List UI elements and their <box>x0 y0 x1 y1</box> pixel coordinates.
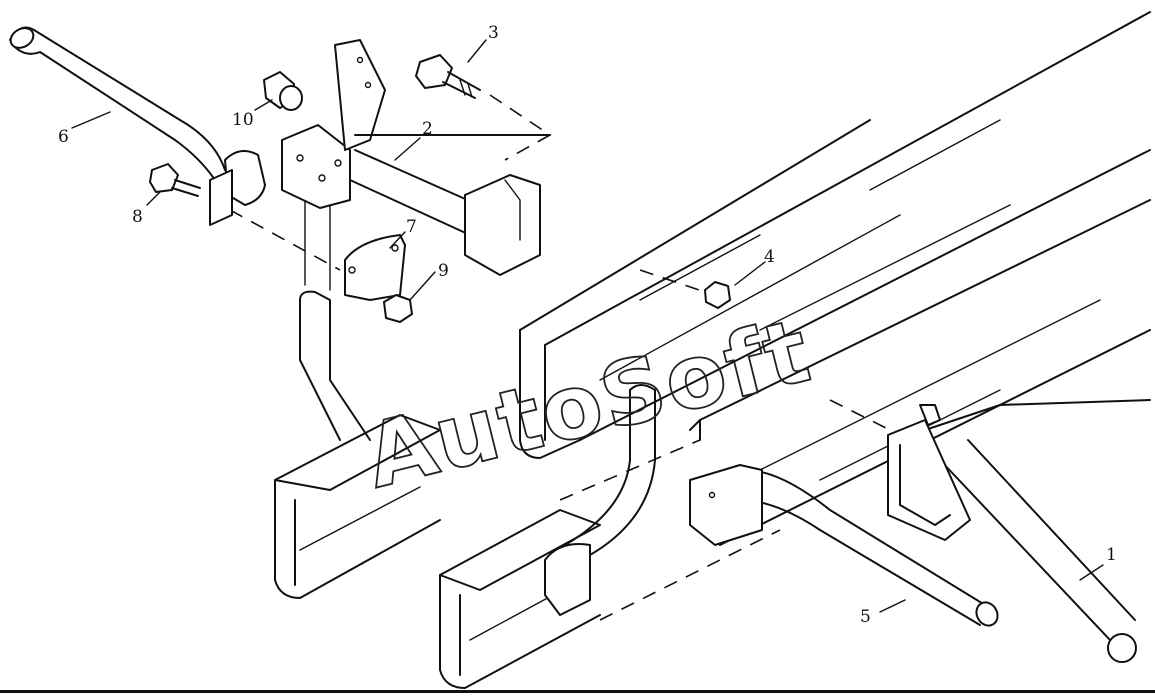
clamp-7 <box>344 234 406 301</box>
callout-4: 4 <box>764 247 775 267</box>
frame-rail-long <box>519 11 1151 459</box>
bolt-8 <box>149 163 201 197</box>
nut-4 <box>639 269 731 309</box>
callout-3: 3 <box>488 23 499 43</box>
callout-5: 5 <box>860 607 871 627</box>
bottom-rule <box>0 690 1155 693</box>
leader-lines <box>71 39 1104 613</box>
cap-10 <box>263 71 303 111</box>
callout-7: 7 <box>406 217 417 237</box>
nut-9 <box>383 294 413 323</box>
callout-9: 9 <box>438 261 449 281</box>
stabilizer-bar-1 <box>829 399 1151 663</box>
bracket-2 <box>334 39 552 276</box>
callout-10: 10 <box>232 110 254 130</box>
callout-8: 8 <box>132 207 143 227</box>
stabilizer-arm-left <box>229 189 371 441</box>
mount-plate-bushing <box>281 124 351 209</box>
callout-6: 6 <box>58 127 69 147</box>
stabilizer-bar-6 <box>9 26 226 181</box>
clamp-bracket-left <box>209 150 266 226</box>
callout-labels: 1 2 3 4 5 6 7 8 9 10 <box>58 23 1117 627</box>
callout-2: 2 <box>422 119 433 139</box>
bolt-3 <box>415 54 481 99</box>
stabilizer-bar-5 <box>544 384 999 627</box>
frame-bracket-left <box>274 414 441 599</box>
callout-1: 1 <box>1106 545 1117 565</box>
